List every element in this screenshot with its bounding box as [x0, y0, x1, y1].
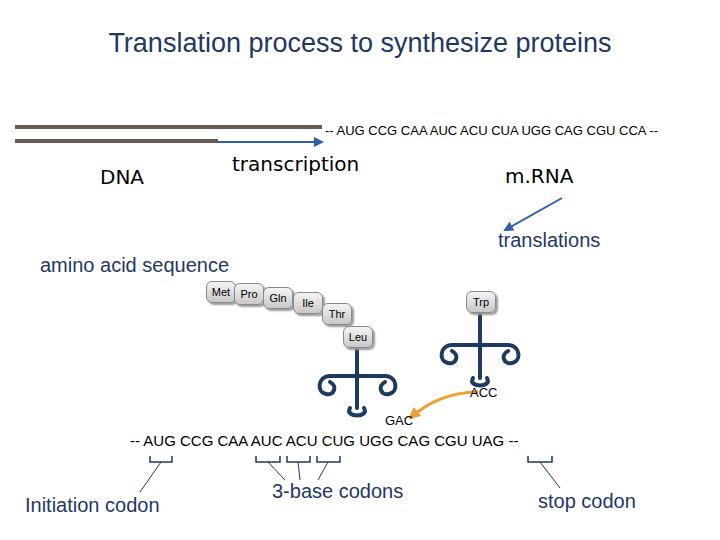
amino-acid-name: Ile	[302, 297, 314, 309]
anticodon: GAC	[385, 414, 413, 428]
amino-acid: Met	[206, 281, 236, 303]
amino-acid: Ile	[293, 292, 323, 314]
mrna-sequence: -- AUG CCG CAA AUC ACU CUG UGG CAG CGU U…	[130, 433, 518, 450]
amino-acid-name: Gln	[269, 292, 286, 304]
amino-acid: Leu	[343, 326, 373, 348]
amino-acid: Pro	[234, 283, 264, 305]
mrna-sequence: -- AUG CCG CAA AUC ACU CUA UGG CAG CGU C…	[325, 124, 658, 138]
translation-arrow	[505, 198, 562, 230]
codon-label: Initiation codon	[25, 494, 160, 516]
anticodon: ACC	[470, 386, 497, 400]
amino-acid-name: Trp	[473, 296, 489, 308]
amino-acid-name: Leu	[349, 331, 367, 343]
process-name: transcription	[232, 153, 359, 175]
amino-acid: Gln	[263, 287, 293, 309]
section-label: amino acid sequence	[40, 254, 229, 276]
trna-symbol	[320, 346, 396, 416]
molecule-name: m.RNA	[505, 165, 573, 187]
amino-acid-name: Pro	[240, 288, 257, 300]
transcription-arrow	[218, 141, 322, 143]
dna-strand	[15, 125, 322, 129]
codon-label: stop codon	[538, 490, 636, 512]
amino-acid: Thr	[322, 303, 352, 325]
codon-bracket	[150, 456, 552, 462]
dna-strand	[15, 139, 218, 143]
amino-acid: Trp	[466, 291, 496, 313]
process-name: translations	[498, 229, 600, 251]
molecule-name: DNA	[100, 166, 144, 188]
trna-symbol	[442, 311, 519, 386]
amino-acid-name: Thr	[329, 308, 346, 320]
recognition-arrow	[410, 392, 478, 418]
amino-acid-name: Met	[212, 286, 230, 298]
codon-label: 3-base codons	[272, 480, 403, 502]
diagram-title: Translation process to synthesize protei…	[0, 28, 720, 59]
